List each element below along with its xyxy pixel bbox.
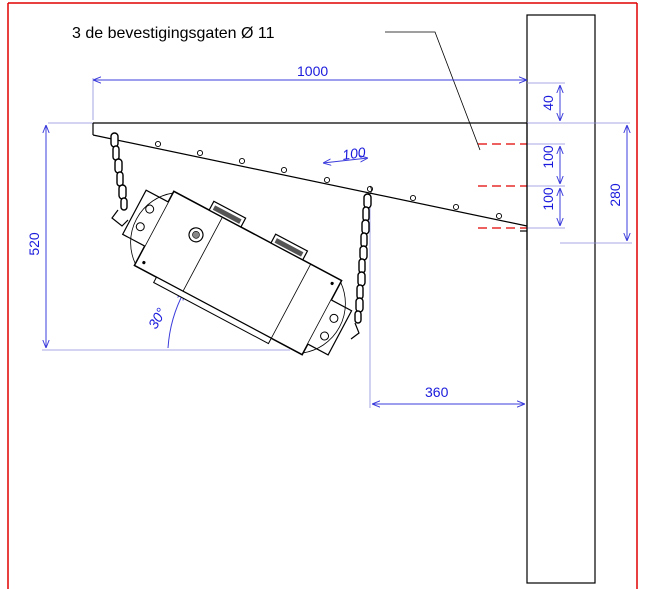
mounting-bracket — [92, 122, 528, 250]
mounting-hole-markers — [478, 143, 527, 229]
dimension-top-offset: 40 — [527, 82, 565, 121]
right-chain — [354, 185, 372, 324]
dim-hole-spacing-2-label: 100 — [540, 187, 556, 211]
chain-hooks — [111, 209, 360, 340]
dim-wall-distance-label: 360 — [425, 384, 449, 400]
dimension-tilt-angle: 30° — [145, 292, 184, 349]
dim-arm-length-label: 520 — [26, 232, 42, 256]
dim-hole-spacing-1-label: 100 — [540, 145, 556, 169]
dimension-hole-spacing: 100 100 — [527, 143, 565, 229]
arm-holes — [154, 140, 503, 220]
dimension-hole-pitch: 100 — [323, 144, 368, 163]
wall — [526, 14, 596, 584]
dimension-wall-distance: 360 — [369, 195, 525, 408]
dim-width-top-label: 1000 — [297, 63, 328, 79]
dimension-width-top: 1000 — [92, 63, 527, 120]
drawing-frame — [7, 2, 638, 589]
dim-total-height-label: 280 — [607, 183, 623, 207]
callout-text: 3 de bevestigingsgaten Ø 11 — [72, 25, 275, 42]
tilted-device — [121, 189, 353, 356]
dim-tilt-angle-label: 30° — [145, 305, 170, 332]
dim-top-offset-label: 40 — [540, 95, 556, 111]
dimension-total-height: 280 — [560, 125, 632, 244]
dim-hole-pitch-label: 100 — [341, 144, 367, 163]
left-chain — [110, 132, 128, 211]
callout-leader — [385, 31, 481, 151]
dimension-arm-length: 520 — [26, 125, 290, 351]
